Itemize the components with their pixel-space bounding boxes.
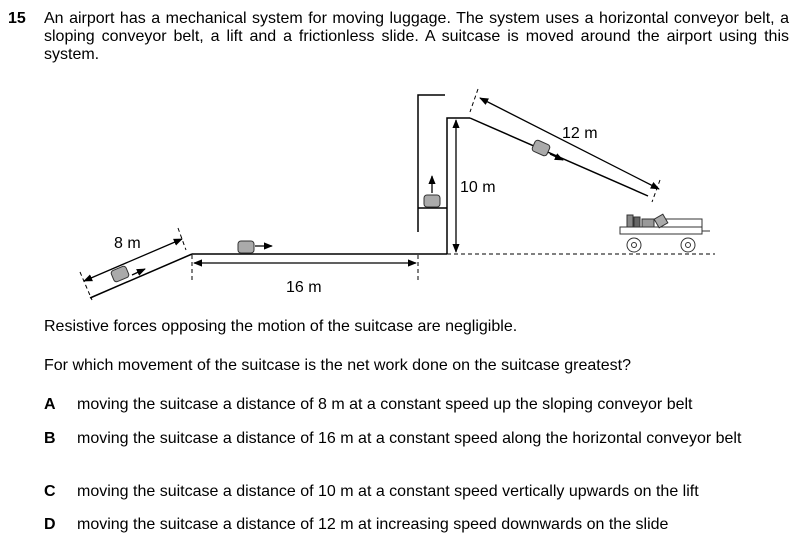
dimension-guides bbox=[79, 88, 715, 301]
lift-shaft-left-wall bbox=[417, 94, 445, 232]
statement: Resistive forces opposing the motion of … bbox=[44, 318, 518, 335]
label-10m: 10 m bbox=[460, 179, 496, 196]
suitcase-icon bbox=[531, 139, 551, 157]
option-letter: D bbox=[44, 516, 56, 533]
label-12m: 12 m bbox=[562, 125, 598, 142]
option-letter: A bbox=[44, 396, 56, 413]
suitcase-icon bbox=[237, 240, 255, 254]
frictionless-slide bbox=[469, 117, 649, 197]
luggage-cart-icon bbox=[619, 213, 710, 253]
question-stem: An airport has a mechanical system for m… bbox=[44, 10, 789, 63]
motion-arrow-slide bbox=[549, 153, 564, 161]
option-letter: B bbox=[44, 430, 56, 447]
sloping-conveyor-belt bbox=[89, 253, 193, 299]
motion-arrow-slope bbox=[131, 268, 146, 276]
option-text: moving the suitcase a distance of 8 m at… bbox=[77, 396, 693, 413]
dimension-arrow-8m bbox=[83, 238, 183, 282]
dimension-arrow-12m bbox=[479, 97, 660, 190]
label-16m: 16 m bbox=[286, 279, 322, 296]
prompt: For which movement of the suitcase is th… bbox=[44, 357, 631, 374]
option-letter: C bbox=[44, 483, 56, 500]
suitcase-icon bbox=[423, 194, 441, 208]
option-text: moving the suitcase a distance of 12 m a… bbox=[77, 516, 669, 533]
option-text: moving the suitcase a distance of 10 m a… bbox=[77, 483, 699, 500]
question-number: 15 bbox=[8, 10, 26, 27]
option-text: moving the suitcase a distance of 16 m a… bbox=[77, 430, 742, 447]
suitcase-icon bbox=[110, 265, 130, 283]
label-8m: 8 m bbox=[114, 235, 141, 252]
